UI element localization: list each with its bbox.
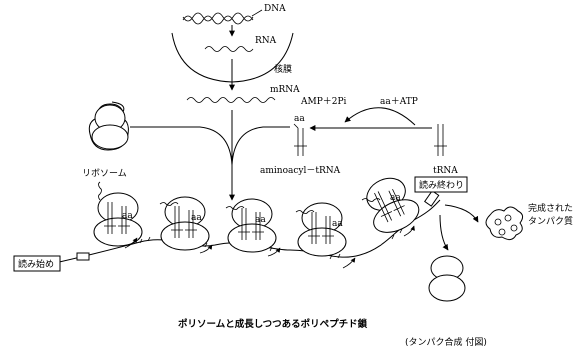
aa-top-label: aa bbox=[294, 114, 305, 124]
mrna-label: mRNA bbox=[270, 85, 300, 95]
dna-helix bbox=[182, 9, 263, 25]
svg-text:aa: aa bbox=[191, 213, 202, 223]
polysome-ribosome-4: aa bbox=[295, 202, 347, 257]
polysome-ribosome-2: aa bbox=[159, 196, 210, 251]
mrna-wave bbox=[186, 97, 276, 103]
free-ribosome bbox=[88, 101, 129, 151]
ribosome-flow-line bbox=[130, 126, 233, 166]
dna-label: DNA bbox=[264, 4, 286, 14]
svg-text:aa: aa bbox=[332, 219, 343, 229]
polysome-ribosome-3: aa bbox=[225, 198, 277, 253]
activation-arc bbox=[344, 107, 416, 126]
rna-label: RNA bbox=[255, 36, 277, 46]
stop-codon-marker bbox=[424, 190, 440, 207]
completed-protein bbox=[485, 206, 524, 241]
polysome-ribosome-1: aa bbox=[93, 181, 143, 247]
figure-source: (タンパク合成 付図) bbox=[405, 336, 487, 348]
completed-protein-label-1: 完成された bbox=[528, 202, 573, 214]
protein-release-arrow bbox=[444, 204, 479, 223]
svg-text:aa: aa bbox=[122, 211, 133, 221]
ribosome-release-arrow bbox=[439, 214, 449, 251]
aa-atp-label: aa＋ATP bbox=[380, 96, 418, 107]
trna-label: tRNA bbox=[433, 166, 458, 176]
svg-text:aa: aa bbox=[390, 193, 401, 203]
nuclear-membrane-label: 核膜 bbox=[274, 63, 292, 75]
trna-symbol bbox=[434, 124, 447, 156]
polysome-ribosome-5: aa bbox=[357, 170, 425, 240]
trna-flow-line bbox=[231, 126, 290, 166]
amp-label: AMP＋2Pi bbox=[300, 96, 347, 107]
svg-text:aa: aa bbox=[255, 215, 266, 225]
read-start-label: 読み始め bbox=[18, 258, 54, 270]
read-start-box bbox=[13, 255, 61, 272]
released-ribosome bbox=[428, 255, 466, 302]
completed-protein-label-2: タンパク質 bbox=[528, 215, 573, 227]
figure-caption: ポリソームと成長しつつあるポリペプチド鎖 bbox=[178, 318, 368, 330]
aminoacyl-trna-symbol bbox=[293, 123, 307, 156]
ribosome-label: リボソーム bbox=[82, 168, 127, 179]
aminoacyl-trna-label: aminoacyl－tRNA bbox=[260, 166, 341, 176]
read-end-label: 読み終わり bbox=[419, 179, 464, 191]
read-end-box bbox=[414, 176, 468, 193]
start-codon-marker bbox=[76, 252, 90, 261]
rna-wave bbox=[204, 46, 254, 52]
